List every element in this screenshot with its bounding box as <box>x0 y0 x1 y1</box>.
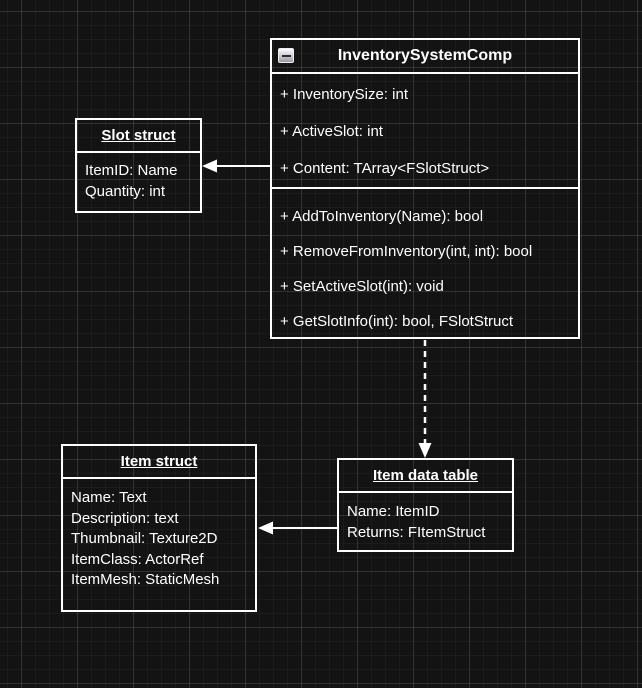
field-line[interactable]: Quantity: int <box>85 183 166 200</box>
struct-fields: Name: Text Description: text Thumbnail: … <box>63 477 255 591</box>
minus-glyph <box>281 54 291 57</box>
collapse-icon[interactable] <box>278 48 294 63</box>
struct-title: Item data table <box>372 467 479 484</box>
field-line[interactable]: Description: text <box>71 509 179 527</box>
field-line[interactable]: Name: Text <box>71 489 147 506</box>
struct-fields: Name: ItemID Returns: FItemStruct <box>339 491 512 543</box>
struct-box-item[interactable]: Item struct Name: Text Description: text… <box>61 444 257 612</box>
class-box-inventory-system-comp[interactable]: InventorySystemComp + InventorySize: int… <box>270 38 580 339</box>
methods-section: + AddToInventory(Name): bool + RemoveFro… <box>272 187 578 339</box>
method-row[interactable]: + RemoveFromInventory(int, int): bool <box>280 243 533 260</box>
class-header: InventorySystemComp <box>272 40 578 72</box>
struct-box-slot[interactable]: Slot struct ItemID: Name Quantity: int <box>75 118 202 213</box>
attribute-row[interactable]: + ActiveSlot: int <box>280 123 383 140</box>
struct-box-item-data-table[interactable]: Item data table Name: ItemID Returns: FI… <box>337 458 514 552</box>
arrowhead-down-icon <box>418 443 432 458</box>
field-line[interactable]: Name: ItemID <box>347 503 440 520</box>
class-title: InventorySystemComp <box>337 47 513 64</box>
field-line[interactable]: Returns: FItemStruct <box>347 524 486 541</box>
field-line[interactable]: ItemClass: ActorRef <box>71 550 204 568</box>
connector-comp-to-item-data-table[interactable] <box>418 340 432 458</box>
method-row[interactable]: + SetActiveSlot(int): void <box>280 278 444 295</box>
arrowhead-left-icon <box>258 521 273 535</box>
attribute-row[interactable]: + InventorySize: int <box>280 86 408 103</box>
field-line[interactable]: Thumbnail: Texture2D <box>71 530 218 547</box>
connector-item-data-table-to-item-struct[interactable] <box>258 521 337 535</box>
attributes-section: + InventorySize: int + ActiveSlot: int +… <box>272 72 578 187</box>
method-row[interactable]: + AddToInventory(Name): bool <box>280 208 484 225</box>
field-line[interactable]: ItemID: Name <box>85 162 178 179</box>
arrowhead-left-icon <box>202 159 217 173</box>
struct-title: Slot struct <box>101 127 176 144</box>
struct-title: Item struct <box>120 453 198 470</box>
field-line[interactable]: ItemMesh: StaticMesh <box>71 571 220 588</box>
method-row[interactable]: + GetSlotInfo(int): bool, FSlotStruct <box>280 313 514 330</box>
attribute-row[interactable]: + Content: TArray<FSlotStruct> <box>280 160 490 177</box>
struct-fields: ItemID: Name Quantity: int <box>77 151 200 202</box>
connector-comp-to-slot-struct[interactable] <box>202 159 270 173</box>
